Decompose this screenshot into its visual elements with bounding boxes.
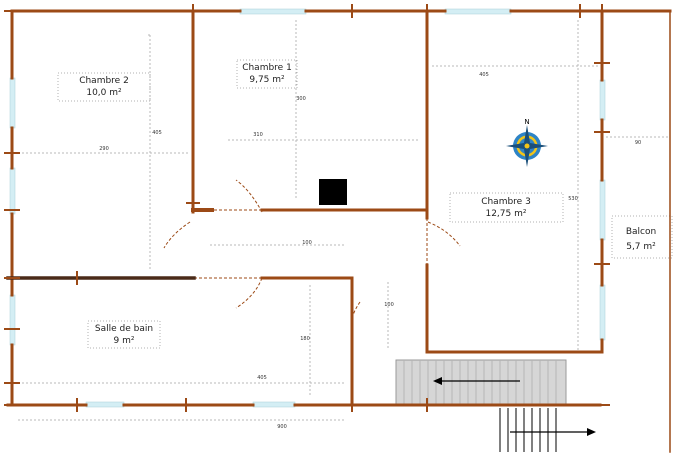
- dimension-labels: 290 405 310 300 405 530 100 100 180 405 …: [99, 72, 641, 430]
- dim-top-left-width: 290: [99, 146, 109, 152]
- dim-ch3-height: 530: [568, 196, 578, 202]
- balcony-name: Balcon: [626, 227, 656, 237]
- dim-corridor-width: 100: [302, 240, 312, 246]
- chambre1-name: Chambre 1: [242, 63, 292, 73]
- wall-ticks: [4, 4, 610, 412]
- windows: [9, 8, 606, 408]
- balcony-area: 5,7 m²: [626, 242, 656, 252]
- bathroom-area: 9 m²: [114, 336, 135, 346]
- compass-icon: N: [506, 118, 548, 167]
- door-swings: [163, 179, 461, 321]
- dimension-lines: [18, 20, 668, 421]
- staircase: [395, 359, 567, 406]
- chimney-block: [319, 179, 347, 205]
- chambre1-area: 9,75 m²: [249, 75, 285, 85]
- dim-ch1-height: 300: [296, 96, 306, 102]
- lower-staircase: [499, 408, 596, 452]
- walls: [6, 9, 672, 453]
- dim-top-left-height: 405: [152, 130, 162, 136]
- dim-ch3-width: 405: [479, 72, 489, 78]
- dim-bath-height: 180: [300, 336, 310, 342]
- chambre2-name: Chambre 2: [79, 76, 129, 86]
- dim-bath-width: 405: [257, 375, 267, 381]
- room-labels: Chambre 2 10,0 m² Chambre 1 9,75 m² Cham…: [79, 63, 656, 346]
- dim-ch1-width: 310: [253, 132, 263, 138]
- dim-total-width: 900: [277, 424, 287, 430]
- dim-balcony-width: 90: [635, 140, 641, 146]
- chambre3-name: Chambre 3: [481, 197, 531, 207]
- chambre2-area: 10,0 m²: [86, 88, 122, 98]
- chambre3-area: 12,75 m²: [485, 209, 526, 219]
- compass-north-label: N: [524, 118, 529, 126]
- dim-corridor-height: 100: [384, 302, 394, 308]
- room-label-boxes: [57, 59, 673, 349]
- bathroom-name: Salle de bain: [95, 324, 153, 334]
